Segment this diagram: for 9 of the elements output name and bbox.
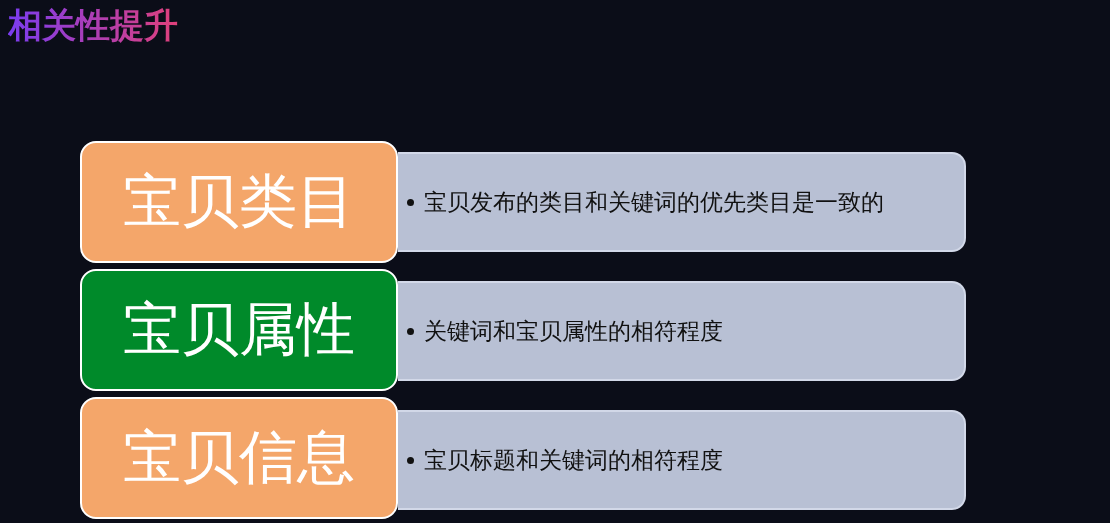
category-tile: 宝贝信息 — [80, 397, 398, 519]
description-box — [398, 281, 966, 381]
bullet-text: 宝贝发布的类目和关键词的优先类目是一致的 — [424, 187, 884, 217]
category-tile: 宝贝属性 — [80, 269, 398, 391]
description-box — [398, 152, 966, 252]
description-box — [398, 410, 966, 510]
bullet-text: 宝贝标题和关键词的相符程度 — [424, 445, 723, 475]
category-tile: 宝贝类目 — [80, 141, 398, 263]
bullet-text: 关键词和宝贝属性的相符程度 — [424, 316, 723, 346]
